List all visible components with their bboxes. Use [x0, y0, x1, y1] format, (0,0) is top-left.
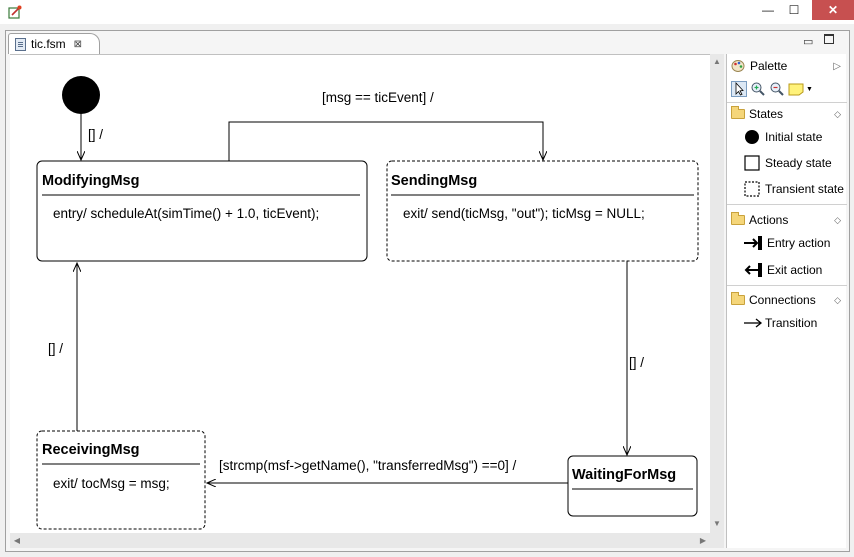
minimize-editor-button[interactable]: ▭ — [803, 36, 814, 48]
state-name: WaitingForMsg — [572, 467, 676, 483]
palette-title: Palette — [750, 59, 788, 73]
vertical-scrollbar[interactable]: ▲ ▼ — [710, 54, 724, 533]
exit-action-icon — [744, 263, 762, 277]
palette-group-actions[interactable]: Actions ◇ — [727, 210, 847, 230]
state-name: ModifyingMsg — [42, 173, 139, 189]
folder-open-icon — [731, 212, 745, 225]
state-waiting-for-msg[interactable]: WaitingForMsg — [567, 455, 698, 517]
steady-state-icon — [744, 155, 760, 171]
hide-palette-icon[interactable]: ▷ — [833, 60, 841, 72]
tab-close-icon[interactable]: ⊠ — [73, 38, 83, 50]
scroll-up-icon[interactable]: ▲ — [713, 57, 721, 66]
transition-label-receiving-modifying: [] / — [48, 341, 63, 356]
state-name: ReceivingMsg — [42, 442, 140, 458]
palette-item-label: Transition — [765, 316, 818, 330]
palette-group-label: States — [749, 107, 784, 121]
palette-item-steady-state[interactable]: Steady state — [727, 152, 847, 174]
palette-divider — [727, 102, 847, 103]
maximize-editor-button[interactable] — [824, 34, 834, 44]
horizontal-scrollbar[interactable]: ◀ ▶ — [10, 533, 724, 548]
collapse-icon[interactable]: ◇ — [834, 214, 841, 225]
palette-group-connections[interactable]: Connections ◇ — [727, 290, 847, 310]
palette-item-transient-state[interactable]: Transient state — [727, 178, 847, 200]
state-name: SendingMsg — [391, 173, 477, 189]
transition-label-sending-waiting: [] / — [629, 355, 644, 370]
initial-state-icon — [745, 130, 759, 144]
chevron-down-icon[interactable]: ▼ — [806, 85, 813, 93]
collapse-icon[interactable]: ◇ — [834, 294, 841, 305]
palette-item-label: Transient state — [765, 182, 844, 196]
palette-item-transition[interactable]: Transition — [727, 312, 847, 334]
palette-item-label: Exit action — [767, 263, 823, 277]
state-action: exit/ tocMsg = msg; — [53, 476, 170, 491]
palette-group-states[interactable]: States ◇ — [727, 104, 847, 124]
palette-panel: Palette ▷ ▼ — [726, 54, 847, 548]
palette-item-exit-action[interactable]: Exit action — [727, 259, 847, 281]
folder-open-icon — [731, 292, 745, 305]
maximize-window-button[interactable]: ☐ — [788, 3, 800, 17]
transition-label-init: [] / — [88, 127, 103, 142]
palette-divider — [727, 204, 847, 205]
scroll-right-icon[interactable]: ▶ — [699, 536, 707, 545]
zoom-in-icon[interactable] — [750, 81, 766, 97]
tab-tic-fsm[interactable]: tic.fsm ⊠ — [8, 33, 100, 54]
palette-item-entry-action[interactable]: Entry action — [727, 232, 847, 254]
transient-state-icon — [744, 181, 760, 197]
palette-item-label: Entry action — [767, 236, 831, 250]
collapse-icon[interactable]: ◇ — [834, 108, 841, 119]
note-icon[interactable] — [788, 81, 804, 97]
close-window-button[interactable]: ✕ — [812, 0, 854, 20]
transition-modifying-to-sending[interactable] — [228, 121, 543, 161]
palette-item-label: Initial state — [765, 130, 823, 144]
palette-tools-row: ▼ — [727, 78, 847, 100]
state-sending-msg[interactable]: SendingMsg exit/ send(ticMsg, "out"); ti… — [386, 160, 699, 262]
palette-divider — [727, 285, 847, 286]
state-diagram: [] / [msg == ticEvent] / [] / [strcmp(ms… — [36, 76, 699, 530]
app-icon — [8, 5, 22, 19]
palette-item-initial-state[interactable]: Initial state — [727, 126, 847, 148]
state-receiving-msg[interactable]: ReceivingMsg exit/ tocMsg = msg; — [36, 430, 206, 530]
transition-label-waiting-receiving: [strcmp(msf->getName(), "transferredMsg"… — [219, 458, 517, 473]
palette-group-label: Connections — [749, 293, 816, 307]
state-modifying-msg[interactable]: ModifyingMsg entry/ scheduleAt(simTime()… — [36, 160, 368, 262]
title-bar: — ☐ ✕ — [0, 0, 854, 24]
minimize-window-button[interactable]: — — [762, 3, 774, 17]
select-tool-icon[interactable] — [731, 81, 747, 97]
transition-arrow-icon — [744, 318, 763, 328]
scroll-down-icon[interactable]: ▼ — [713, 519, 721, 528]
transition-label-modifying-sending: [msg == ticEvent] / — [322, 90, 434, 105]
palette-item-label: Steady state — [765, 156, 832, 170]
scroll-left-icon[interactable]: ◀ — [13, 536, 21, 545]
file-icon — [15, 37, 26, 51]
palette-header[interactable]: Palette ▷ — [727, 56, 847, 76]
diagram-canvas[interactable]: [] / [msg == ticEvent] / [] / [strcmp(ms… — [10, 54, 710, 533]
state-action: entry/ scheduleAt(simTime() + 1.0, ticEv… — [53, 206, 319, 221]
initial-state[interactable] — [62, 76, 100, 114]
palette-icon — [731, 60, 745, 72]
state-action: exit/ send(ticMsg, "out"); ticMsg = NULL… — [403, 206, 645, 221]
entry-action-icon — [744, 236, 762, 250]
palette-group-label: Actions — [749, 213, 789, 227]
tab-label: tic.fsm — [31, 37, 66, 51]
zoom-out-icon[interactable] — [769, 81, 785, 97]
folder-open-icon — [731, 106, 745, 119]
